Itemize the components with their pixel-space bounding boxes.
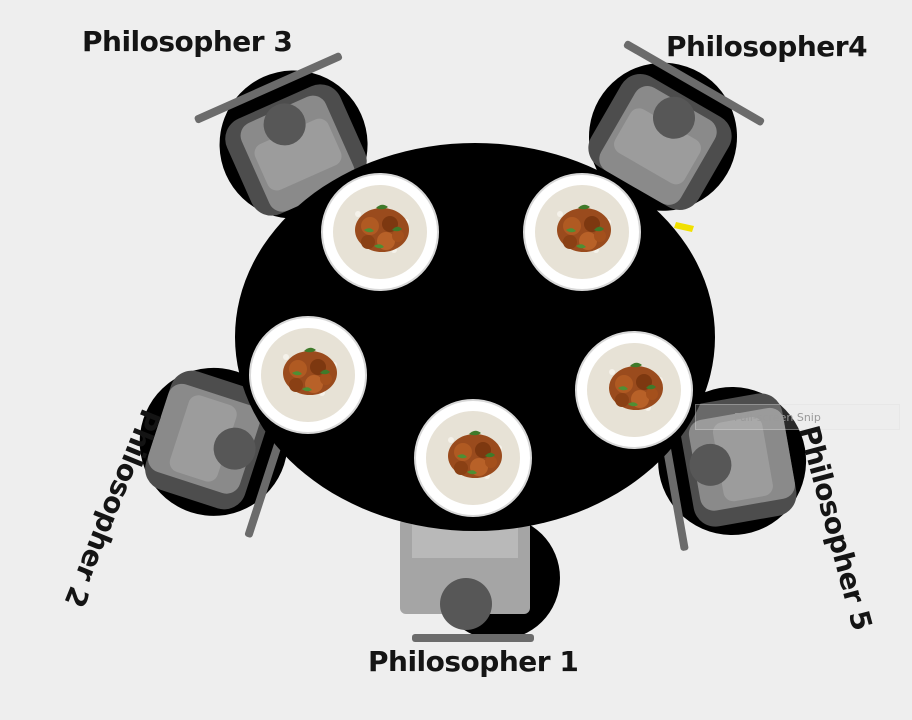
plate-4 (575, 331, 693, 449)
plate-5 (414, 399, 532, 517)
label-philosopher-3: Philosopher 3 (82, 25, 293, 58)
snip-overlay: Full-screen Snip (695, 404, 900, 430)
label-philosopher-4: Philosopher4 (666, 30, 868, 63)
plate-2 (523, 173, 641, 291)
chair-philosopher-1 (400, 516, 560, 642)
plate-1 (321, 173, 439, 291)
snip-label: Full-screen Snip (734, 411, 821, 424)
plate-3 (249, 316, 367, 434)
label-philosopher-1: Philosopher 1 (368, 645, 579, 678)
